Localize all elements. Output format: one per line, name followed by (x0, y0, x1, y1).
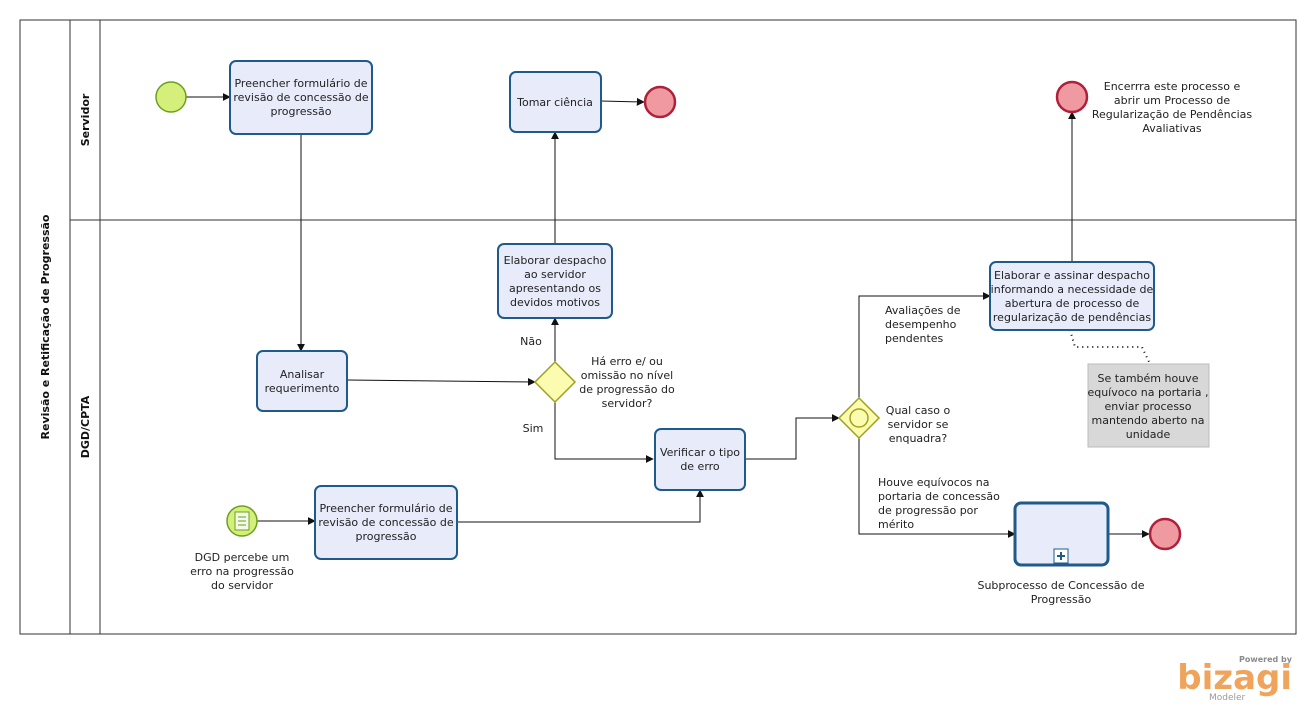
bizagi-product: Modeler (1209, 693, 1246, 703)
flow-preencher-to-verificar (457, 489, 704, 523)
subprocess-concessao[interactable] (1013, 501, 1110, 567)
flow-label-sim: Sim (523, 422, 544, 435)
task-elaborar-assinar-label-line: informando a necessidade de (991, 283, 1154, 296)
gateway-ha-erro (533, 360, 577, 404)
gateway-ha-erro-label-line: de progressão do (579, 383, 675, 396)
annotation-label-line: mantendo aberto na (1092, 414, 1205, 427)
subprocess-label-line: Progressão (1031, 593, 1092, 606)
flow-gateway-sim (554, 402, 654, 463)
task-preencher-dgd-label-line: revisão de concessão de (318, 516, 454, 529)
text-annotation (1087, 363, 1210, 448)
task-verificar[interactable] (654, 428, 746, 491)
gateway-qual-caso-label-line: servidor se (888, 418, 949, 431)
end-encerra-label-line: Regularização de Pendências (1092, 108, 1253, 121)
annotation-label-line: unidade (1126, 428, 1171, 441)
task-analisar[interactable] (256, 350, 348, 412)
task-elaborar-despacho-label-line: ao servidor (524, 268, 586, 281)
task-preencher-dgd-label-line: progressão (356, 530, 417, 543)
gateway-ha-erro-label-line: servidor? (602, 397, 653, 410)
task-analisar-label-line: Analisar (280, 368, 325, 381)
task-preencher-servidor[interactable] (229, 60, 373, 135)
bizagi-name: bizagi (1177, 658, 1292, 698)
pool-title: Revisão e Retificação de Progressão (39, 214, 52, 439)
annotation-label-line: enviar processo (1104, 400, 1191, 413)
task-preencher-servidor-label-line: progressão (271, 105, 332, 118)
annotation-label-line: Se também houve (1098, 372, 1199, 385)
flow-label-houve-line: de progressão por (878, 504, 978, 517)
end-encerra-label-line: Avaliativas (1142, 122, 1202, 135)
lane-servidor-label: Servidor (79, 93, 92, 146)
task-elaborar-assinar[interactable] (989, 261, 1155, 331)
end-encerra-label-line: Encerrra este processo e (1104, 80, 1241, 93)
gateway-qual-caso (837, 396, 881, 440)
flow-label-avaliacoes-line: desempenho (885, 318, 957, 331)
task-tomar-ciencia-label-line: Tomar ciência (516, 96, 593, 109)
gateway-ha-erro-label-line: omissão no nível (581, 369, 674, 382)
gateway-qual-caso-label-line: Qual caso o (886, 404, 951, 417)
task-preencher-servidor-label-line: revisão de concessão de (233, 91, 369, 104)
flow-label-nao: Não (520, 335, 542, 348)
flow-label-houve-line: portaria de concessão (878, 490, 1000, 503)
flow-gateway-avaliacoes (858, 292, 991, 398)
gateway-ha-erro-label-line: Há erro e/ ou (591, 355, 663, 368)
flow-label-houve-line: mérito (878, 518, 914, 531)
task-preencher-dgd[interactable] (314, 485, 458, 560)
flow-label-avaliacoes-line: Avaliações de (885, 304, 961, 317)
flow-analisar-to-gateway (346, 377, 536, 386)
gateway-qual-caso-label-line: enquadra? (889, 432, 948, 445)
task-preencher-servidor-label-line: Preencher formulário de (234, 77, 367, 90)
start-event (155, 81, 187, 113)
task-tomar-ciencia[interactable] (509, 71, 602, 133)
task-verificar-label-line: Verificar o tipo (660, 446, 740, 459)
task-elaborar-despacho[interactable] (497, 243, 613, 319)
end-event-servidor (643, 85, 677, 119)
task-elaborar-assinar-label-line: Elaborar e assinar despacho (994, 269, 1150, 282)
bizagi-logo: Powered by bizagi Modeler (1177, 655, 1293, 703)
message-start-label-line: DGD percebe um (195, 551, 290, 564)
annotation-label-line: equívoco na portaria , (1087, 386, 1208, 399)
task-analisar-label-line: requerimento (265, 382, 340, 395)
message-start-event (226, 505, 258, 537)
flow-gateway-houve (858, 438, 1016, 538)
bizagi-powered: Powered by (1239, 655, 1293, 664)
flow-label-avaliacoes-line: pendentes (885, 332, 944, 345)
flow-verificar-to-gateway (745, 414, 840, 460)
flow-ciencia-to-end (600, 97, 645, 106)
task-elaborar-despacho-label-line: Elaborar despacho (504, 254, 607, 267)
task-elaborar-despacho-label-line: devidos motivos (510, 296, 600, 309)
sequence-flows (186, 93, 1150, 538)
message-start-label-line: erro na progressão (190, 565, 294, 578)
task-tomar-ciencia-label: Tomar ciência (516, 96, 593, 109)
task-elaborar-assinar-label-line: abertura de processo de (1005, 297, 1140, 310)
subprocess-label-line: Subprocesso de Concessão de (977, 579, 1144, 592)
task-elaborar-despacho-label-line: apresentando os (509, 282, 601, 295)
task-preencher-dgd-label-line: Preencher formulário de (319, 502, 452, 515)
end-event-encerra (1055, 80, 1089, 114)
lane-dgd-label: DGD/CPTA (79, 395, 92, 458)
end-encerra-label-line: abrir um Processo de (1114, 94, 1230, 107)
flow-label-houve-line: Houve equívocos na (878, 476, 989, 489)
message-start-label-line: do servidor (211, 579, 274, 592)
end-event-subprocess (1148, 517, 1182, 551)
task-elaborar-assinar-label-line: regularização de pendências (993, 311, 1151, 324)
task-verificar-label-line: de erro (680, 460, 720, 473)
